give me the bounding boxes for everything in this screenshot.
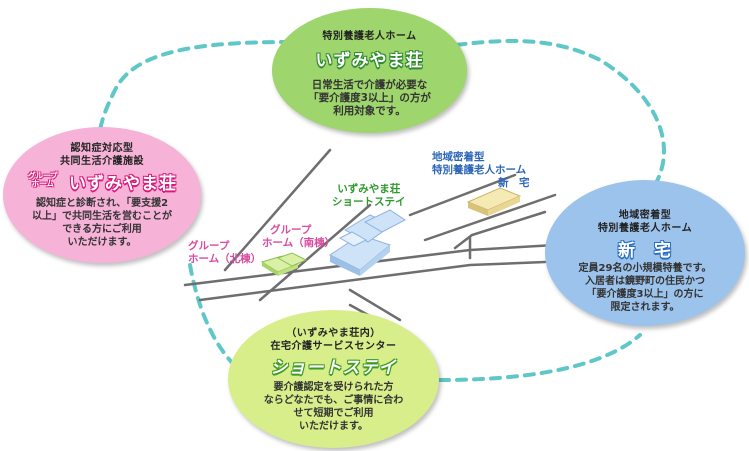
group-home-tag-line2: ホーム: [31, 179, 54, 188]
group-home-tag: グループ ホーム: [28, 172, 58, 188]
bubble-left-title: いずみやま荘: [69, 174, 177, 194]
map-label-group-home-south-line1: グループ: [270, 224, 312, 236]
bubble-left-heading-1: 認知症対応型: [70, 143, 134, 154]
map-label-group-home-north: グループ ホーム（北棟）: [188, 240, 261, 266]
building-shinsaku: [466, 187, 522, 216]
bubble-left-line-4: いただけます。: [67, 237, 137, 248]
road-lines: [183, 148, 557, 328]
map-label-shinsaku-line2: 特別養護老人ホーム: [432, 164, 527, 176]
bubble-bottom-line-1: 要介護認定を受けられた方: [273, 382, 394, 393]
bubble-top-line-1: 日常生活で介護が必要な: [311, 79, 428, 91]
bubble-left-heading-2: 共同生活介護施設: [60, 156, 144, 167]
bubble-right-heading-2: 特別養護老人ホーム: [597, 223, 693, 234]
bubble-group-home: 認知症対応型 共同生活介護施設 グループ ホーム いずみやま荘 認知症と診断され…: [3, 127, 201, 263]
bubble-bottom-line-2: ならどなたでも、ご事情に合わ: [263, 395, 404, 406]
dashed-connector-loop: [97, 38, 666, 382]
bubble-right-line-4: 限定されます。: [610, 302, 680, 313]
map-label-group-home-south: グループ ホーム（南棟）: [262, 224, 335, 250]
bubble-top-title: いずみやま荘: [315, 51, 424, 71]
bubble-left-line-2: 以上」で共同生活を営むことが: [32, 211, 172, 222]
bubble-top-line-3: 利用対象です。: [333, 105, 406, 117]
bubble-izumiyama-tokuyou: 特別養護老人ホーム いずみやま荘 日常生活で介護が必要な 「要介護度3以上」の方…: [272, 8, 467, 133]
bubble-left-line-3: できる方にご利用: [62, 224, 142, 235]
bubble-bottom-heading-2: 在宅介護サービスセンター: [270, 341, 397, 352]
map-label-shortstay-line1: いずみやま荘: [337, 183, 401, 195]
bubble-right-line-3: 「要介護度3以上」の方に: [586, 289, 704, 300]
bubble-bottom-line-4: いただけます。: [299, 421, 368, 432]
bubble-right-line-2: 入居者は鏡野町の住民かつ: [585, 276, 705, 287]
building-group-home-north: [260, 252, 308, 276]
map-label-shinsaku-line3: 新 宅: [498, 177, 530, 189]
map-label-shinsaku-line1: 地域密着型: [432, 151, 485, 163]
building-shortstay: [329, 209, 406, 276]
map-label-shinsaku: 地域密着型 特別養護老人ホーム 新 宅: [432, 151, 530, 190]
map-label-shortstay-line2: ショートステイ: [332, 196, 406, 208]
group-home-tag-line1: グループ: [28, 171, 58, 180]
bubble-right-line-1: 定員29名の小規模特養です。: [578, 263, 712, 274]
map-label-group-home-north-line1: グループ: [188, 240, 230, 252]
bubble-top-heading: 特別養護老人ホーム: [322, 31, 417, 42]
bubble-right-title: 新 宅: [618, 241, 672, 261]
bubble-bottom-title: ショートステイ: [270, 358, 397, 378]
bubble-top-line-2: 「要介護度3以上」の方が: [308, 92, 431, 104]
map-label-group-home-south-line2: ホーム（南棟）: [262, 237, 336, 249]
bubble-shortstay: （いずみやま荘内） 在宅介護サービスセンター ショートステイ 要介護認定を受けら…: [228, 310, 439, 448]
bubble-right-heading-1: 地域密着型: [618, 210, 672, 221]
bubble-bottom-line-3: せて短期でご利用: [293, 408, 374, 419]
bubble-left-line-1: 認知症と診断され、「要支援2: [35, 198, 169, 209]
map-label-group-home-north-line2: ホーム（北棟）: [188, 253, 262, 265]
map-label-shortstay: いずみやま荘 ショートステイ: [332, 183, 406, 209]
bubble-shinsaku: 地域密着型 特別養護老人ホーム 新 宅 定員29名の小規模特養です。 入居者は鏡…: [545, 180, 745, 326]
bubble-bottom-heading-1: （いずみやま荘内）: [286, 328, 381, 339]
